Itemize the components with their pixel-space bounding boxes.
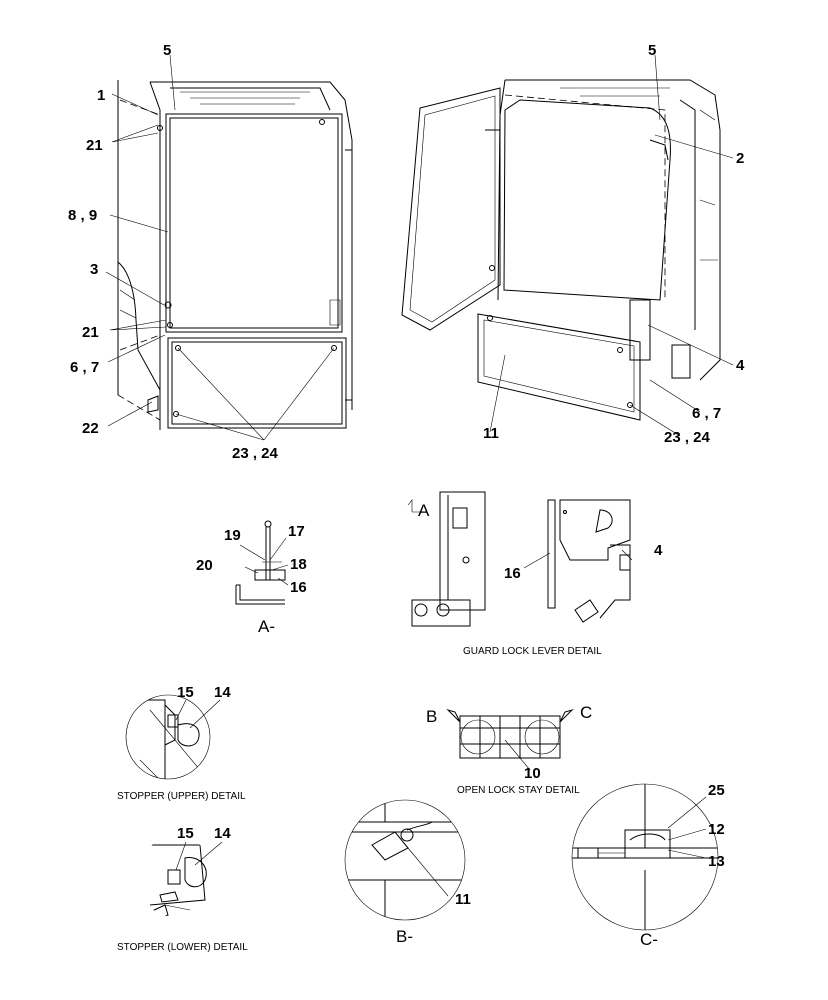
- callout-15-upper: 15: [177, 684, 194, 701]
- guard-lock-lever-detail: [407, 491, 633, 627]
- stopper-upper-detail: [125, 694, 221, 780]
- caption-stopper-upper: STOPPER (UPPER) DETAIL: [117, 791, 246, 802]
- callout-4-main: 4: [736, 357, 745, 374]
- view-label-a: A-: [258, 617, 275, 636]
- callout-14-upper: 14: [214, 684, 231, 701]
- left-cab-view: [105, 54, 353, 441]
- callout-21-upper: 21: [86, 137, 103, 154]
- stopper-lower-detail: [149, 841, 223, 917]
- callout-17: 17: [288, 523, 305, 540]
- callout-23-24-right: 23 , 24: [664, 429, 711, 446]
- callout-3: 3: [90, 261, 98, 278]
- detail-b-view: [344, 799, 466, 921]
- callout-18: 18: [290, 556, 307, 573]
- view-label-c: C-: [640, 930, 658, 949]
- callout-5-right: 5: [648, 42, 656, 59]
- callout-23-24-left: 23 , 24: [232, 445, 279, 462]
- callout-10: 10: [524, 765, 541, 782]
- detail-a-view: [235, 520, 289, 605]
- callout-15-lower: 15: [177, 825, 194, 842]
- callout-5-left: 5: [163, 42, 171, 59]
- callout-12: 12: [708, 821, 725, 838]
- open-lock-stay-detail: [446, 708, 574, 771]
- view-arrow-c: C: [580, 703, 592, 722]
- callout-21-lower: 21: [82, 324, 99, 341]
- view-marker-a: A: [418, 501, 430, 520]
- callout-6-7-right: 6 , 7: [692, 405, 721, 422]
- callout-2: 2: [736, 150, 744, 167]
- callout-11-b: 11: [455, 891, 471, 908]
- view-label-b: B-: [396, 927, 413, 946]
- callout-25: 25: [708, 782, 725, 799]
- callout-13: 13: [708, 853, 725, 870]
- caption-guard-lock-lever: GUARD LOCK LEVER DETAIL: [463, 646, 602, 657]
- detail-c-view: [571, 783, 719, 931]
- callout-8-9: 8 , 9: [68, 207, 97, 224]
- callout-1: 1: [97, 87, 105, 104]
- callout-19: 19: [224, 527, 241, 544]
- caption-open-lock-stay: OPEN LOCK STAY DETAIL: [457, 785, 580, 796]
- callout-6-7-left: 6 , 7: [70, 359, 99, 376]
- caption-stopper-lower: STOPPER (LOWER) DETAIL: [117, 942, 248, 953]
- callout-14-lower: 14: [214, 825, 231, 842]
- right-cab-view: [401, 54, 734, 437]
- view-arrow-b: B: [426, 707, 437, 726]
- callout-22: 22: [82, 420, 99, 437]
- callout-4-lock: 4: [654, 542, 663, 559]
- callout-16-lock: 16: [504, 565, 521, 582]
- callout-11-main: 11: [483, 425, 499, 442]
- callout-20: 20: [196, 557, 213, 574]
- callout-16-a: 16: [290, 579, 307, 596]
